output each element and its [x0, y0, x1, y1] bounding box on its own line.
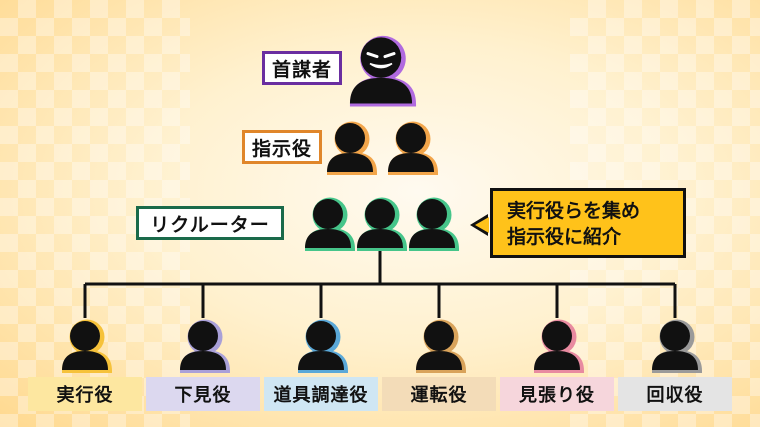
person-silhouette-icon	[305, 199, 351, 248]
role-figure	[651, 319, 703, 373]
person-silhouette-icon	[416, 321, 462, 370]
person-silhouette-icon	[180, 321, 226, 370]
role-figure	[61, 319, 113, 373]
callout-line-2: 指示役に紹介	[507, 226, 622, 248]
role-figure	[533, 319, 585, 373]
bottom-role-driver: 運転役	[382, 377, 496, 411]
role-label-instructor: 指示役	[242, 130, 322, 164]
recruiter-figure	[408, 197, 460, 251]
person-silhouette-icon	[327, 123, 373, 172]
recruiter-callout: 実行役らを集め 指示役に紹介	[490, 188, 686, 258]
recruiter-figure	[304, 197, 356, 251]
bottom-role-tool-procurer: 道具調達役	[264, 377, 378, 411]
person-silhouette-icon	[652, 321, 698, 370]
callout-pointer-fill	[475, 217, 489, 233]
instructor-figure	[326, 121, 378, 175]
person-silhouette-icon	[388, 123, 434, 172]
role-label-mastermind: 首謀者	[262, 51, 342, 85]
bottom-role-collector: 回収役	[618, 377, 732, 411]
role-figure	[297, 319, 349, 373]
callout-line-1: 実行役らを集め	[507, 200, 641, 222]
person-silhouette-icon	[357, 199, 403, 248]
role-label-recruiter: リクルーター	[136, 206, 284, 240]
grin-face	[366, 52, 396, 69]
person-silhouette-icon	[298, 321, 344, 370]
bottom-role-scout: 下見役	[146, 377, 260, 411]
mastermind-figure	[349, 35, 417, 107]
person-silhouette-icon	[534, 321, 580, 370]
role-figure	[179, 319, 231, 373]
person-silhouette-icon	[409, 199, 455, 248]
instructor-figure	[387, 121, 439, 175]
person-silhouette-icon	[62, 321, 108, 370]
recruiter-figure	[356, 197, 408, 251]
bottom-role-lookout: 見張り役	[500, 377, 614, 411]
role-figure	[415, 319, 467, 373]
bottom-role-executor: 実行役	[28, 377, 142, 411]
grinning-silhouette-icon	[349, 37, 413, 104]
